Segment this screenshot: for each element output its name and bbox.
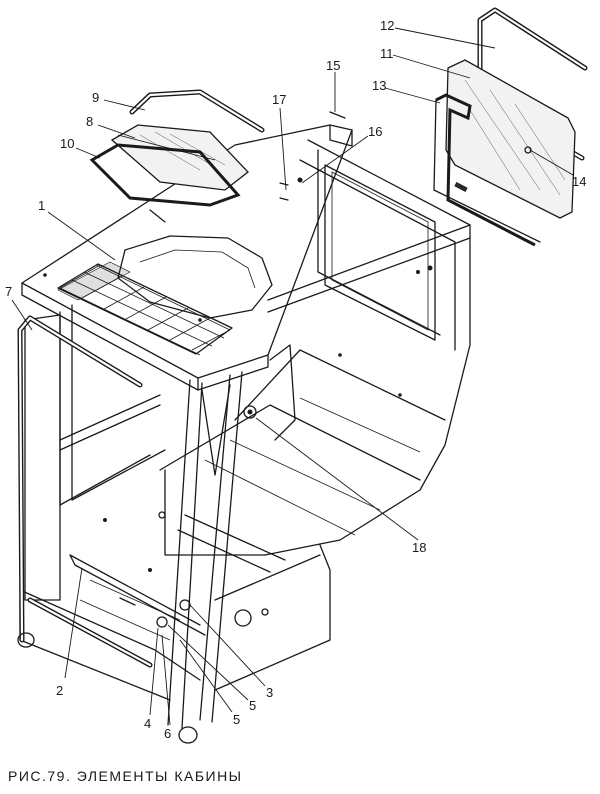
fasteners [43,177,433,628]
callout-5b: 5 [233,712,240,727]
side-window-frame [433,93,541,247]
callout-11: 11 [380,46,394,61]
callout-6: 6 [164,726,171,741]
hatch-frame [89,143,241,223]
part-15-rod [329,111,346,119]
callout-18: 18 [412,540,426,555]
figure-caption: РИС.79. ЭЛЕМЕНТЫ КАБИНЫ [8,768,243,784]
callout-12: 12 [380,18,394,33]
callout-10: 10 [60,136,74,151]
cabin-frame [19,139,471,729]
hatch-seal [129,89,265,133]
hatch-glass [110,124,249,191]
roof-panel [21,124,353,391]
door-seal [17,315,153,668]
cabin-feet [17,632,198,744]
callout-3: 3 [266,685,273,700]
roof-keypad [57,261,233,356]
callout-7: 7 [5,284,12,299]
callout-2: 2 [56,683,63,698]
callout-5a: 5 [249,698,256,713]
callout-9: 9 [92,90,99,105]
callout-1: 1 [38,198,45,213]
callout-numbers: 1 2 3 4 5 5 6 7 8 9 10 11 12 13 14 15 16… [5,18,586,741]
callout-8: 8 [86,114,93,129]
side-window-glass [445,59,576,219]
callout-16: 16 [368,124,382,139]
callout-13: 13 [372,78,386,93]
callout-17: 17 [272,92,286,107]
leader-lines [11,27,574,726]
callout-15: 15 [326,58,340,73]
callout-14: 14 [572,174,586,189]
callout-4: 4 [144,716,151,731]
